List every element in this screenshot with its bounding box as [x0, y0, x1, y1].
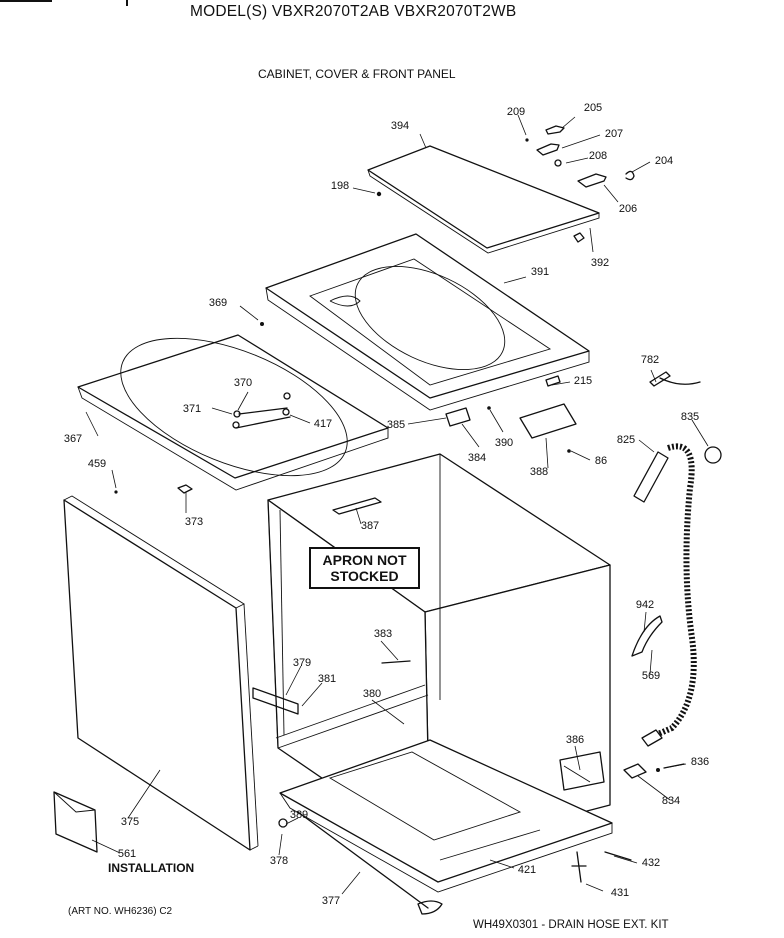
callout-381: 381 — [317, 673, 337, 685]
callout-207: 207 — [604, 128, 624, 140]
model-title: MODEL(S) VBXR2070T2AB VBXR2070T2WB — [190, 3, 517, 20]
lid-switch-bracket — [445, 375, 577, 453]
installation-envelope — [53, 791, 98, 853]
callout-205: 205 — [583, 102, 603, 114]
callout-942: 942 — [635, 599, 655, 611]
leader-lines — [85, 114, 709, 895]
callout-377: 377 — [321, 895, 341, 907]
apron-notice-line2: STOCKED — [330, 568, 399, 584]
callout-385: 385 — [386, 419, 406, 431]
callout-569: 569 — [641, 670, 661, 682]
callout-388: 388 — [529, 466, 549, 478]
callout-387: 387 — [360, 520, 380, 532]
callout-373: 373 — [184, 516, 204, 528]
callout-380: 380 — [362, 688, 382, 700]
top-cover-part — [265, 233, 590, 411]
callout-836: 836 — [690, 756, 710, 768]
apron-notice-line1: APRON NOT — [322, 552, 407, 568]
apron-not-stocked-notice: APRON NOT STOCKED — [309, 547, 420, 589]
callout-383: 383 — [373, 628, 393, 640]
section-title: CABINET, COVER & FRONT PANEL — [258, 67, 456, 81]
drain-hose-part — [633, 443, 697, 747]
drain-hose-kit-note: WH49X0301 - DRAIN HOSE EXT. KIT — [473, 919, 669, 931]
callout-392: 392 — [590, 257, 610, 269]
callout-825: 825 — [616, 434, 636, 446]
callout-432: 432 — [641, 857, 661, 869]
callout-835: 835 — [680, 411, 700, 423]
cabinet-base-part — [279, 739, 613, 893]
callout-215: 215 — [573, 375, 593, 387]
callout-375: 375 — [120, 816, 140, 828]
callout-389: 389 — [289, 809, 309, 821]
hose-clip-and-cord — [623, 371, 722, 779]
callout-208: 208 — [588, 150, 608, 162]
callout-384: 384 — [467, 452, 487, 464]
top-tick — [126, 0, 128, 6]
callout-86: 86 — [594, 455, 608, 467]
callout-459: 459 — [87, 458, 107, 470]
top-rule — [0, 0, 52, 2]
callout-394: 394 — [390, 120, 410, 132]
top-frame-part — [77, 322, 389, 494]
callout-206: 206 — [618, 203, 638, 215]
callout-834: 834 — [661, 795, 681, 807]
callout-390: 390 — [494, 437, 514, 449]
callout-369: 369 — [208, 297, 228, 309]
base-hardware — [278, 811, 632, 915]
callout-370: 370 — [233, 377, 253, 389]
callout-204: 204 — [654, 155, 674, 167]
callout-386: 386 — [565, 734, 585, 746]
callout-782: 782 — [640, 354, 660, 366]
callout-367: 367 — [63, 433, 83, 445]
callout-198: 198 — [330, 180, 350, 192]
callout-209: 209 — [506, 106, 526, 118]
callout-379: 379 — [292, 657, 312, 669]
callout-391: 391 — [530, 266, 550, 278]
callout-561: 561 — [117, 848, 137, 860]
callout-417: 417 — [313, 418, 333, 430]
art-number-label: (ART NO. WH6236) C2 — [68, 906, 173, 917]
callout-421: 421 — [517, 864, 537, 876]
callout-371: 371 — [182, 403, 202, 415]
front-panel-part — [63, 495, 259, 851]
callout-431: 431 — [610, 887, 630, 899]
lid-part — [367, 145, 600, 254]
lid-hinge-hardware — [376, 125, 635, 243]
installation-label: INSTALLATION — [108, 861, 195, 875]
callout-378: 378 — [269, 855, 289, 867]
